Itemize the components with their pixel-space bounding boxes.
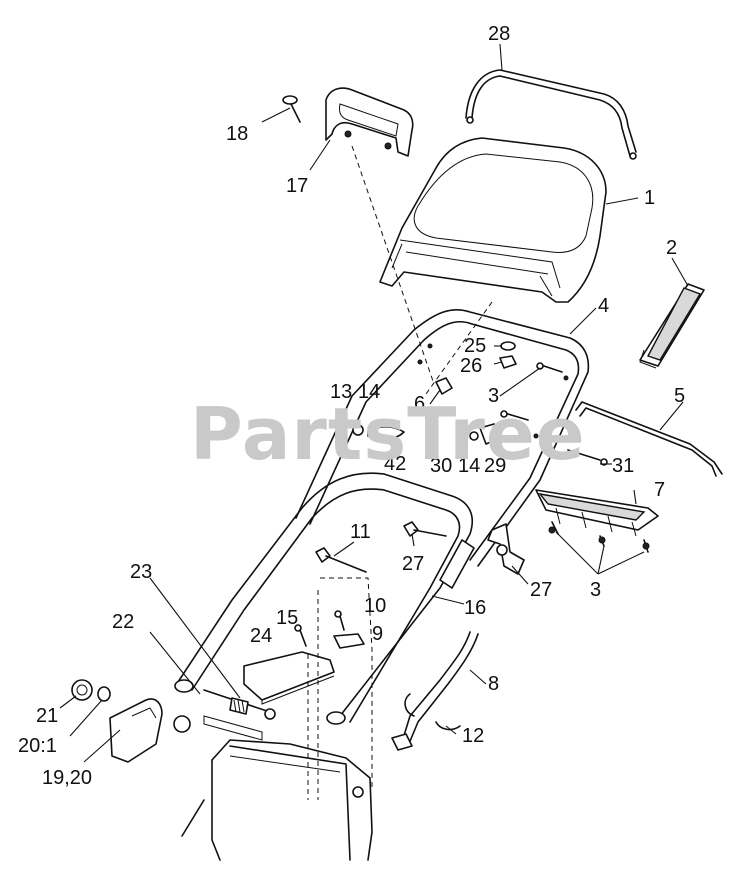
callout-2: 2 bbox=[666, 237, 677, 259]
callout-23: 23 bbox=[130, 561, 152, 583]
bolts-11-27 bbox=[315, 521, 525, 575]
part-17-grip bbox=[325, 87, 414, 157]
callout-27a: 27 bbox=[402, 553, 424, 575]
callout-24: 24 bbox=[250, 625, 272, 647]
small-hardware bbox=[336, 341, 608, 466]
callout-17: 17 bbox=[286, 175, 308, 197]
parts-9-10-15-24 bbox=[243, 610, 365, 705]
callout-12: 12 bbox=[462, 725, 484, 747]
callout-9: 9 bbox=[372, 623, 383, 645]
callout-6: 6 bbox=[414, 393, 425, 415]
callout-5: 5 bbox=[674, 385, 685, 407]
callout-22: 22 bbox=[112, 611, 134, 633]
mower-deck bbox=[181, 715, 373, 861]
callout-20-1: 20:1 bbox=[18, 735, 57, 757]
callout-28: 28 bbox=[488, 23, 510, 45]
part-8-12-cable bbox=[391, 631, 479, 751]
callout-7: 7 bbox=[654, 479, 665, 501]
callout-3a: 3 bbox=[488, 385, 499, 407]
assembly-dashed-lines bbox=[307, 145, 493, 800]
callout-11: 11 bbox=[350, 521, 371, 543]
callout-3b: 3 bbox=[590, 579, 601, 601]
callout-18: 18 bbox=[226, 123, 248, 145]
parts-19-20-21-drive bbox=[71, 679, 191, 763]
callout-10: 10 bbox=[364, 595, 386, 617]
callout-42: 42 bbox=[384, 453, 406, 475]
callout-26: 26 bbox=[460, 355, 482, 377]
callout-14b: 14 bbox=[458, 455, 480, 477]
part-4-upper-handle bbox=[295, 308, 590, 567]
callout-25: 25 bbox=[464, 335, 486, 357]
part-28-bail-bar bbox=[465, 69, 637, 160]
callout-1: 1 bbox=[644, 187, 655, 209]
callout-4: 4 bbox=[598, 295, 609, 317]
part-7-switch-bracket bbox=[535, 489, 659, 537]
part-3-screws bbox=[500, 362, 650, 553]
part-2-cable-guide bbox=[639, 283, 705, 369]
callout-31: 31 bbox=[612, 455, 634, 477]
part-18-screw bbox=[282, 95, 301, 123]
part-1-handle-housing bbox=[379, 137, 607, 303]
callout-27b: 27 bbox=[530, 579, 552, 601]
part-5-control-rod bbox=[575, 401, 723, 477]
callout-16: 16 bbox=[464, 597, 486, 619]
callout-8: 8 bbox=[488, 673, 499, 695]
callout-29: 29 bbox=[484, 455, 506, 477]
callout-21: 21 bbox=[36, 705, 58, 727]
callout-labels: 28 18 17 1 2 4 25 26 3 6 13 14 5 42 30 1… bbox=[18, 23, 685, 789]
callout-13: 13 bbox=[330, 381, 352, 403]
callout-14a: 14 bbox=[358, 381, 380, 403]
callout-15: 15 bbox=[276, 607, 298, 629]
leader-lines bbox=[59, 43, 689, 763]
part-16-lower-handle bbox=[174, 472, 475, 725]
callout-19-20: 19,20 bbox=[42, 767, 92, 789]
callout-30: 30 bbox=[430, 455, 452, 477]
parts-22-23-cable bbox=[203, 689, 276, 720]
